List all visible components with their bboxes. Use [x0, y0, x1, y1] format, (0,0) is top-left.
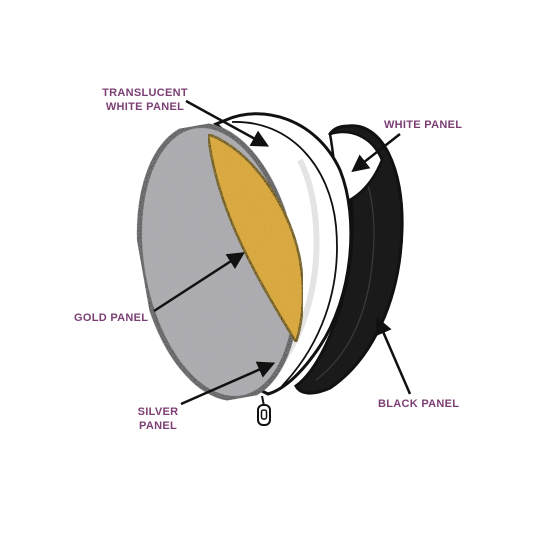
- label-white-panel: WHITE PANEL: [384, 119, 463, 131]
- gold-panel: [206, 132, 305, 345]
- zipper-pull: [257, 395, 271, 426]
- arrow-white: [351, 133, 401, 173]
- label-gold-panel: GOLD PANEL: [74, 312, 149, 324]
- arrow-silver: [180, 361, 276, 406]
- label-black-panel: BLACK PANEL: [378, 398, 460, 410]
- label-translucent-white-panel: TRANSLUCENT WHITE PANEL: [102, 87, 188, 113]
- label-silver-panel: SILVER PANEL: [137, 406, 179, 432]
- arrow-black: [375, 316, 412, 395]
- arrow-translucent: [185, 99, 270, 147]
- arrow-gold: [153, 252, 245, 313]
